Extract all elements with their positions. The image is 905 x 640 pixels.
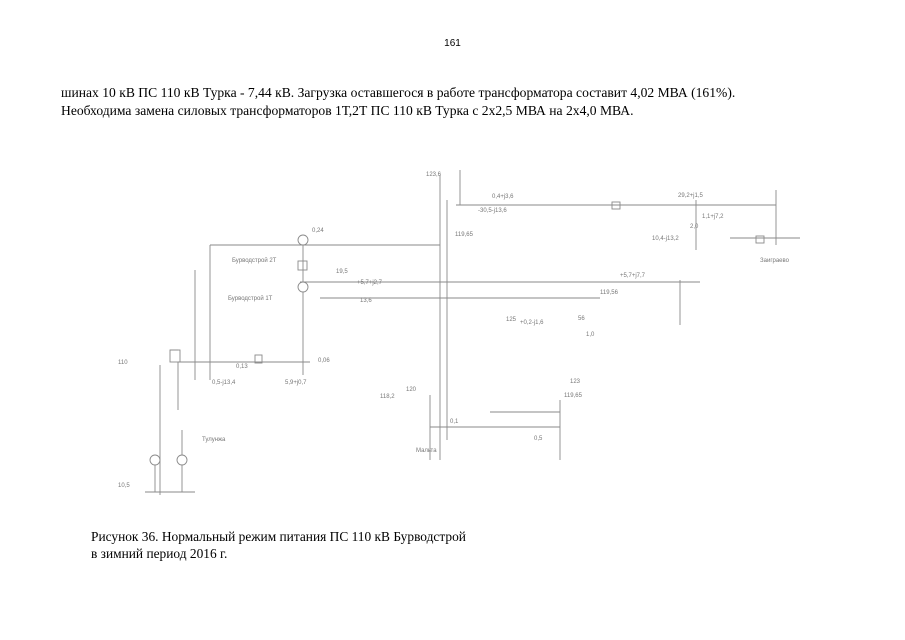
label: Мальта	[416, 448, 437, 454]
right-switch-box	[755, 235, 765, 244]
label: 1,0	[586, 332, 595, 338]
label: +0,2-j1,6	[520, 320, 544, 326]
label: 118,2	[380, 394, 395, 400]
label: 0,06	[318, 358, 330, 364]
label: Бурводстрой 2Т	[232, 257, 277, 264]
lower-left-box	[169, 349, 181, 363]
label: Заиграево	[760, 258, 790, 264]
label: 120	[406, 387, 417, 393]
transformer-box	[297, 260, 308, 271]
diagram-lines	[145, 170, 800, 495]
label: 0,5-j13,4	[212, 380, 236, 386]
label: 13,6	[360, 298, 372, 304]
switch-box	[611, 201, 621, 210]
label: +5,7+j7,7	[620, 273, 646, 279]
label: 0,5	[534, 436, 543, 442]
label: 19,5	[336, 269, 348, 275]
label: 29,2+j1,5	[678, 193, 704, 199]
body-text-line-2: Необходима замена силовых трансформаторо…	[61, 103, 634, 118]
label: 123,6	[426, 172, 442, 178]
label: 10,4-j13,2	[652, 236, 679, 242]
label: 0,1	[450, 419, 459, 425]
body-text-line-1: шинах 10 кВ ПС 110 кВ Турка - 7,44 кВ. З…	[61, 85, 736, 100]
caption-line-2: в зимний период 2016 г.	[91, 546, 228, 561]
transformer-left-b	[176, 454, 188, 466]
label: Тулунжа	[202, 437, 226, 443]
page-number: 161	[444, 38, 461, 49]
label: -30,5-j13,6	[478, 208, 507, 214]
label: 110	[118, 360, 128, 366]
label: 0,13	[236, 364, 248, 370]
label: 10,5	[118, 483, 130, 489]
label: 119,56	[600, 290, 619, 296]
label: +5,7+j2,7	[357, 280, 383, 286]
label: 1,1+j7,2	[702, 214, 724, 220]
label: 56	[578, 316, 585, 322]
label: 123	[570, 379, 581, 385]
label: 2,0	[690, 224, 699, 230]
transformer-1t	[297, 281, 309, 293]
body-text: шинах 10 кВ ПС 110 кВ Турка - 7,44 кВ. З…	[61, 84, 861, 120]
label: Бурводстрой 1Т	[228, 295, 273, 302]
diagram-labels: 123,6 29,2+j1,5 0,4+j3,6 -30,5-j13,6 1,1…	[118, 172, 790, 489]
lower-switch	[254, 354, 263, 364]
label: 0,24	[312, 228, 324, 234]
label: 0,4+j3,6	[492, 194, 514, 200]
caption-line-1: Рисунок 36. Нормальный режим питания ПС …	[91, 529, 466, 544]
label: 119,65	[455, 232, 474, 238]
label: 125	[506, 317, 517, 323]
power-network-diagram: 123,6 29,2+j1,5 0,4+j3,6 -30,5-j13,6 1,1…	[118, 170, 800, 495]
label: 5,9+j0,7	[285, 380, 307, 386]
label: 119,65	[564, 393, 583, 399]
transformer-left-a	[149, 454, 161, 466]
transformer-2t	[297, 234, 309, 246]
figure-caption: Рисунок 36. Нормальный режим питания ПС …	[91, 528, 466, 562]
